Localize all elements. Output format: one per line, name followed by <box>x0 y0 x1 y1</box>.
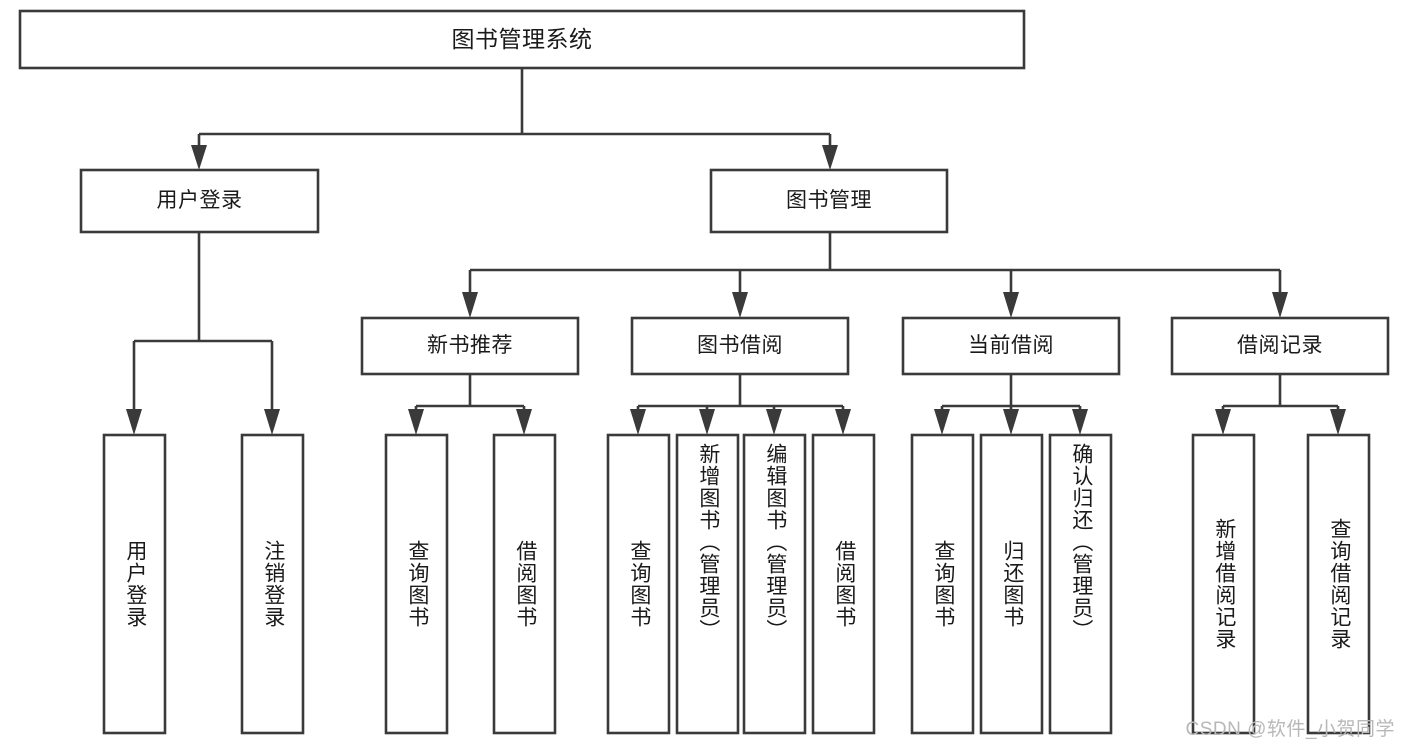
leaf-confirm-return[interactable] <box>1048 433 1113 735</box>
node-book-management[interactable] <box>709 168 949 234</box>
leaf-query-book-3[interactable] <box>910 433 975 735</box>
node-borrow-record[interactable] <box>1170 316 1390 376</box>
leaf-query-book-2[interactable] <box>606 433 671 735</box>
leaf-logout[interactable] <box>240 433 305 735</box>
connector-currentborrow-to-leaves <box>934 374 1088 435</box>
connector-bookborrow-to-leaves <box>630 374 851 435</box>
node-user-login[interactable] <box>79 168 320 234</box>
node-book-borrow[interactable] <box>630 316 850 376</box>
connector-userlogin-to-leaves <box>126 232 280 435</box>
node-current-borrow[interactable] <box>901 316 1121 376</box>
leaf-borrow-book-1[interactable] <box>492 433 557 735</box>
leaf-borrow-book-2[interactable] <box>811 433 876 735</box>
connector-borrowrecord-to-leaves <box>1215 374 1346 435</box>
leaf-query-borrow-record[interactable] <box>1306 433 1371 735</box>
leaf-return-book[interactable] <box>979 433 1044 735</box>
leaf-add-borrow-record[interactable] <box>1191 433 1256 735</box>
connector-root-to-level2 <box>191 68 838 170</box>
leaf-add-book[interactable] <box>675 433 740 735</box>
connector-newbook-to-leaves <box>408 374 532 435</box>
leaf-user-login[interactable] <box>102 433 167 735</box>
leaf-query-book-1[interactable] <box>384 433 449 735</box>
leaf-edit-book[interactable] <box>742 433 807 735</box>
node-new-book-recommend[interactable] <box>360 316 580 376</box>
node-root[interactable] <box>18 9 1026 70</box>
connector-bookmgmt-to-level3 <box>462 232 1288 318</box>
